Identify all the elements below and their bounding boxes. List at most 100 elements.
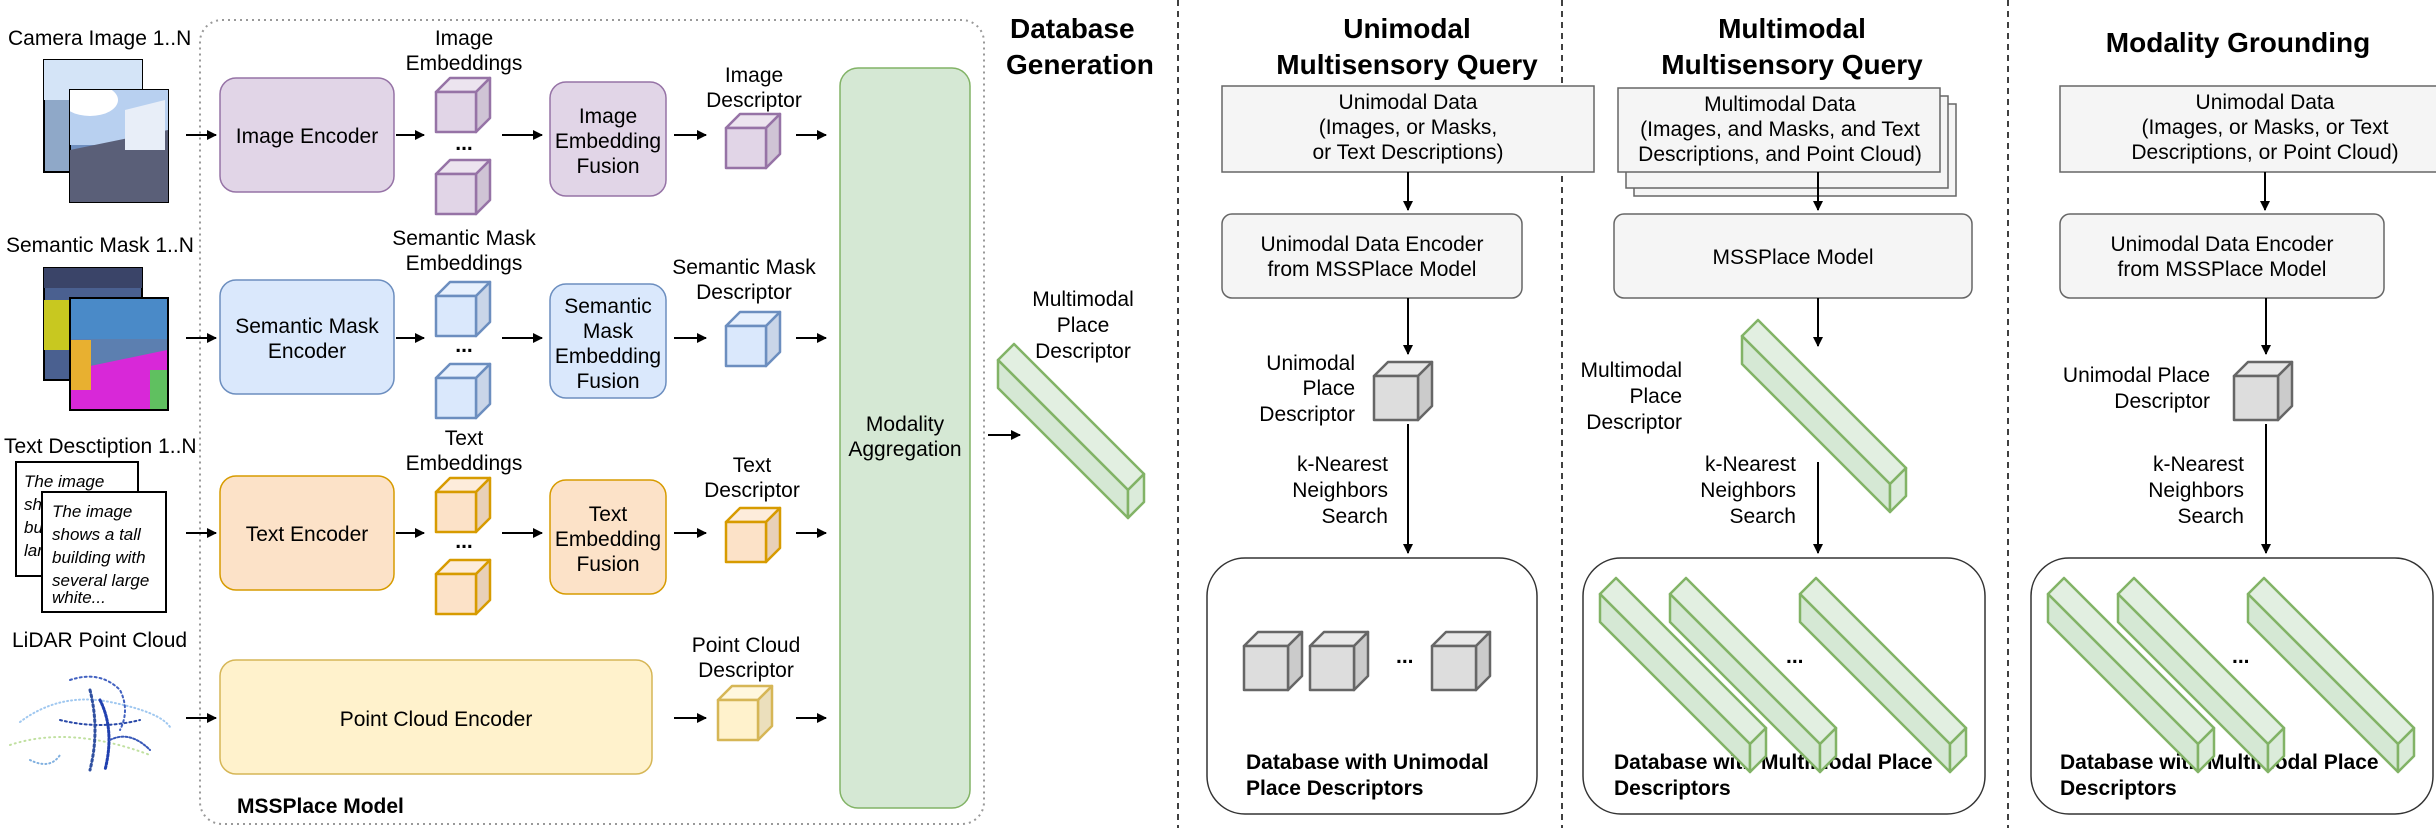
mask-embeddings-label-2: Embeddings <box>406 252 523 275</box>
svg-text:Modality: Modality <box>866 413 945 436</box>
text-embedding-fusion: Text Embedding Fusion <box>549 479 667 595</box>
modality-aggregation: Modality Aggregation <box>839 67 971 809</box>
multimodal-db-bar-3-end <box>1948 726 1968 774</box>
svg-text:Fusion: Fusion <box>576 370 639 393</box>
svg-text:Descriptions, or Point Cloud): Descriptions, or Point Cloud) <box>2131 141 2398 164</box>
db-generation-heading-2: Generation <box>1006 49 1154 80</box>
image-embeddings-label-2: Embeddings <box>406 52 523 75</box>
grounding-db-bar-2-end <box>2266 726 2286 774</box>
svg-text:MSSPlace Model: MSSPlace Model <box>1712 246 1873 269</box>
svg-text:Place Descriptors: Place Descriptors <box>1246 777 1423 800</box>
svg-text:The image: The image <box>52 502 132 521</box>
svg-text:Database with Multimodal Place: Database with Multimodal Place <box>1614 751 1933 774</box>
grounding-db-bar-1-end <box>2196 726 2216 774</box>
text-input-label: Text Desctiption 1..N <box>4 435 197 458</box>
camera-image-stack <box>43 59 169 203</box>
image-descriptor-label: Image <box>725 64 783 87</box>
text-encoder: Text Encoder <box>219 475 395 591</box>
grounding-knn-3: Search <box>2177 505 2244 528</box>
multimodal-knn-2: Neighbors <box>1700 479 1796 502</box>
image-embedding-cube-1-front <box>434 90 478 134</box>
grounding-query-cube-front <box>2232 374 2280 422</box>
text-descriptor-label: Text <box>733 454 772 477</box>
multimodal-descriptor-bar-top <box>996 342 1146 492</box>
svg-text:Semantic Mask: Semantic Mask <box>235 315 379 338</box>
grounding-desc-label: Unimodal Place <box>2063 364 2210 387</box>
multimodal-db-bar-1-end <box>1748 726 1768 774</box>
unimodal-query-cube-front <box>1372 374 1420 422</box>
svg-text:Image: Image <box>579 105 637 128</box>
image-descriptor-label-2: Descriptor <box>706 89 802 112</box>
camera-input-label: Camera Image 1..N <box>8 27 191 50</box>
lidar-input-label: LiDAR Point Cloud <box>12 629 187 652</box>
svg-text:lar: lar <box>24 541 44 560</box>
image-encoder: Image Encoder <box>219 77 395 193</box>
svg-text:Image Encoder: Image Encoder <box>236 125 378 148</box>
mask-descriptor-label: Semantic Mask <box>672 256 816 279</box>
svg-text:Descriptions, and Point Cloud): Descriptions, and Point Cloud) <box>1638 143 1922 166</box>
svg-text:Point Cloud Encoder: Point Cloud Encoder <box>340 708 533 731</box>
svg-text:Unimodal Data: Unimodal Data <box>1339 91 1478 114</box>
mask-input-label: Semantic Mask 1..N <box>6 234 194 257</box>
mask-descriptor-cube-front <box>724 324 768 368</box>
svg-text:(Images, and Masks, and Text: (Images, and Masks, and Text <box>1640 118 1920 141</box>
multimodal-query-desc-3: Descriptor <box>1586 411 1682 434</box>
multimodal-title-2: Multisensory Query <box>1661 49 1923 80</box>
text-description-cards: The image sho bui lar The image shows a … <box>15 461 167 613</box>
db-generation-heading: Database <box>1010 13 1135 44</box>
mask-embedding-cube-2-front <box>434 376 478 420</box>
grounding-encoder-box: Unimodal Data Encoder from MSSPlace Mode… <box>2059 213 2385 299</box>
text-descriptor-cube-front <box>724 520 768 564</box>
grounding-knn: k-Nearest <box>2153 453 2244 476</box>
unimodal-db-cube-3-front <box>1430 644 1478 692</box>
multimodal-descriptor-label-3: Descriptor <box>1035 340 1131 363</box>
svg-text:shows a tall: shows a tall <box>52 525 142 544</box>
multimodal-query-desc: Multimodal <box>1580 359 1682 382</box>
unimodal-data-box: Unimodal Data (Images, or Masks, or Text… <box>1221 85 1595 173</box>
row-connectors <box>186 130 1021 723</box>
svg-text:Unimodal Data: Unimodal Data <box>2196 91 2335 114</box>
unimodal-knn: k-Nearest <box>1297 453 1388 476</box>
svg-text:Fusion: Fusion <box>576 155 639 178</box>
svg-text:Semantic: Semantic <box>564 295 652 318</box>
pc-descriptor-label: Point Cloud <box>692 634 801 657</box>
svg-text:white...: white... <box>52 588 106 607</box>
svg-text:Unimodal Data Encoder: Unimodal Data Encoder <box>1261 233 1484 256</box>
image-descriptor-cube-front <box>724 126 768 170</box>
grounding-title: Modality Grounding <box>2106 27 2370 58</box>
multimodal-query-bar-end <box>1888 466 1908 514</box>
unimodal-desc-label-3: Descriptor <box>1259 403 1355 426</box>
svg-text:or Text Descriptions): or Text Descriptions) <box>1312 141 1503 164</box>
unimodal-db-cube-2-front <box>1308 644 1356 692</box>
svg-text:Fusion: Fusion <box>576 553 639 576</box>
grounding-desc-label-2: Descriptor <box>2114 390 2210 413</box>
image-embeddings-dots: ... <box>455 132 473 155</box>
svg-text:Multimodal Data: Multimodal Data <box>1704 93 1856 116</box>
svg-text:Embedding: Embedding <box>555 345 661 368</box>
text-descriptor-label-2: Descriptor <box>704 479 800 502</box>
unimodal-desc-label: Unimodal <box>1266 352 1355 375</box>
mssplace-model-frame <box>199 19 985 825</box>
unimodal-database: Database with Unimodal Place Descriptors… <box>1206 557 1538 815</box>
grounding-data-box: Unimodal Data (Images, or Masks, or Text… <box>2059 85 2436 173</box>
image-embedding-cube-2-front <box>434 172 478 216</box>
unimodal-db-cube-1-front <box>1242 644 1290 692</box>
grounding-knn-2: Neighbors <box>2148 479 2244 502</box>
unimodal-desc-label-2: Place <box>1302 377 1355 400</box>
mssplace-model-box: MSSPlace Model <box>1613 213 1973 299</box>
unimodal-title-2: Multisensory Query <box>1276 49 1538 80</box>
text-embedding-cube-2-front <box>434 572 478 616</box>
mask-embeddings-dots: ... <box>455 334 473 357</box>
svg-text:from MSSPlace Model: from MSSPlace Model <box>1268 258 1477 281</box>
multimodal-descriptor-label: Multimodal <box>1032 288 1134 311</box>
svg-text:(Images, or Masks, or Text: (Images, or Masks, or Text <box>2141 116 2388 139</box>
svg-text:from MSSPlace Model: from MSSPlace Model <box>2118 258 2327 281</box>
text-embeddings-label-2: Embeddings <box>406 452 523 475</box>
mask-embeddings-label: Semantic Mask <box>392 227 536 250</box>
unimodal-knn-2: Neighbors <box>1292 479 1388 502</box>
svg-text:several large: several large <box>52 571 149 590</box>
svg-text:...: ... <box>1786 645 1804 668</box>
svg-text:Database with Multimodal Place: Database with Multimodal Place <box>2060 751 2379 774</box>
svg-text:Embedding: Embedding <box>555 130 661 153</box>
